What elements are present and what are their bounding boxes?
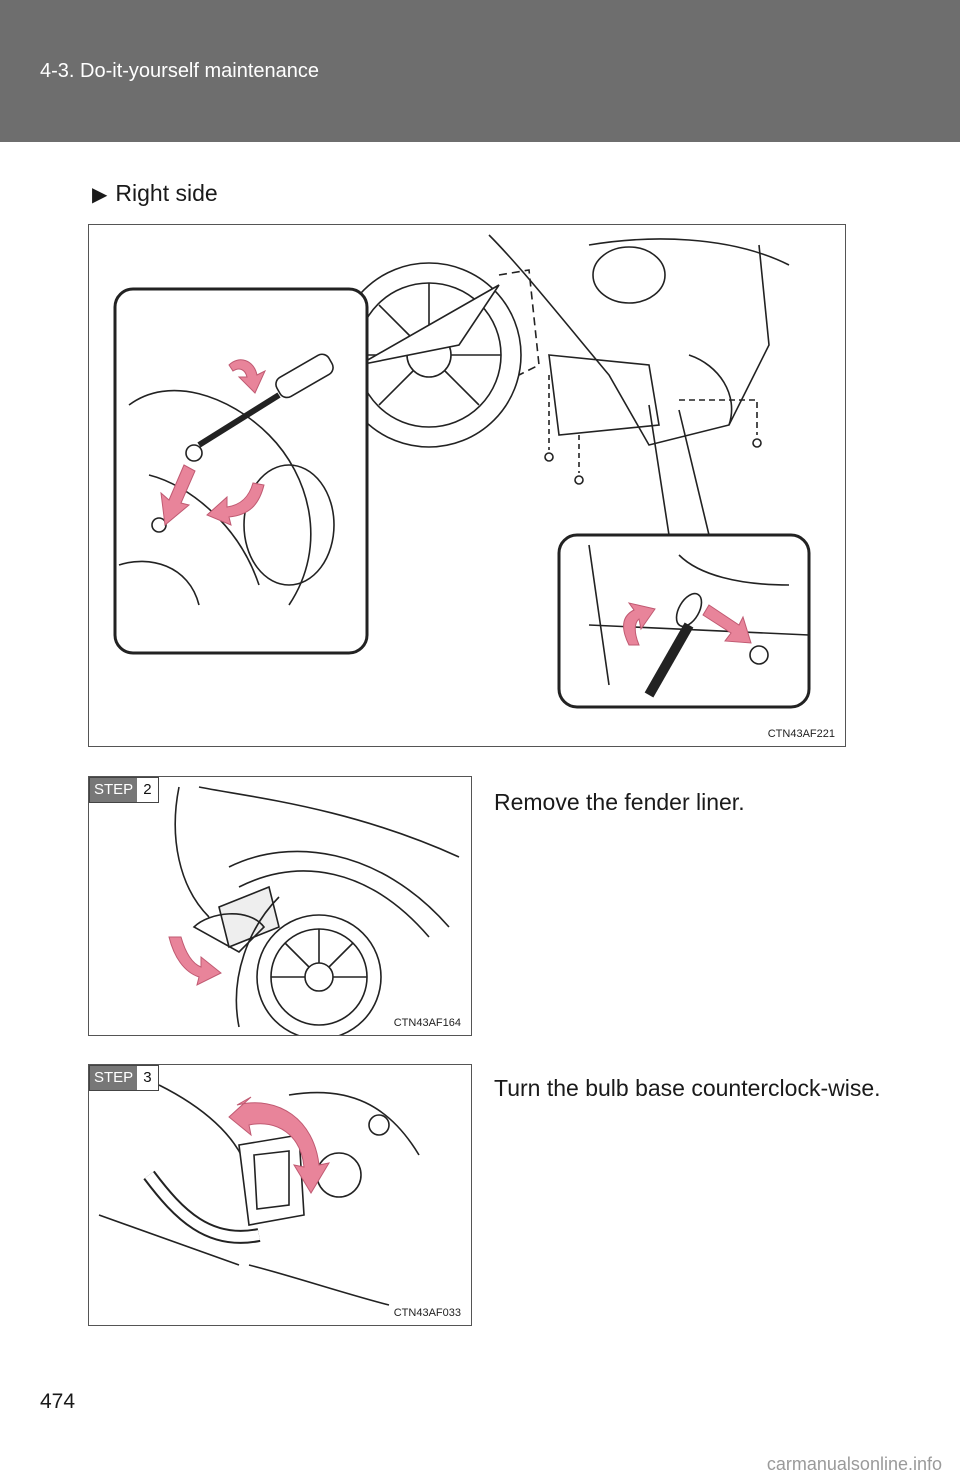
- watermark: carmanualsonline.info: [766, 1454, 942, 1474]
- step-3-badge: STEP 3: [89, 1065, 159, 1091]
- step-number: 3: [137, 1066, 158, 1090]
- fender-liner-illustration: [168, 786, 460, 1035]
- page-header: 4-3. Do-it-yourself maintenance: [0, 0, 960, 142]
- callout-left-detail: [113, 287, 369, 655]
- page-number: 474: [40, 1390, 76, 1413]
- section-title-text: Right side: [115, 180, 218, 206]
- step-2-instruction: Remove the fender liner.: [494, 789, 745, 815]
- arrow-pink-icons: [160, 359, 267, 526]
- section-title: ▶ Right side: [92, 180, 218, 207]
- step-3-instruction: Turn the bulb base counterclock-wise.: [494, 1075, 881, 1101]
- car-front-illustration: [113, 234, 811, 709]
- figure-code: CTN43AF221: [765, 728, 837, 740]
- step-number: 2: [137, 778, 158, 802]
- figure-right-side-illustration: CTN43AF221: [88, 224, 846, 747]
- step-label: STEP: [90, 1066, 138, 1090]
- figure-code: CTN43AF164: [391, 1017, 463, 1029]
- figure-code: CTN43AF033: [391, 1307, 463, 1319]
- step-label: STEP: [90, 778, 138, 802]
- figure-step-2-illustration: STEP 2 CTN43AF164: [88, 776, 472, 1036]
- chapter-title: 4-3. Do-it-yourself maintenance: [40, 60, 320, 82]
- triangle-marker-icon: ▶: [92, 184, 108, 206]
- figure-step-3-illustration: STEP 3 CTN43AF033: [88, 1064, 472, 1326]
- bulb-base-illustration: [98, 1084, 420, 1306]
- step-2-badge: STEP 2: [89, 777, 159, 803]
- callout-right-detail: [557, 533, 811, 709]
